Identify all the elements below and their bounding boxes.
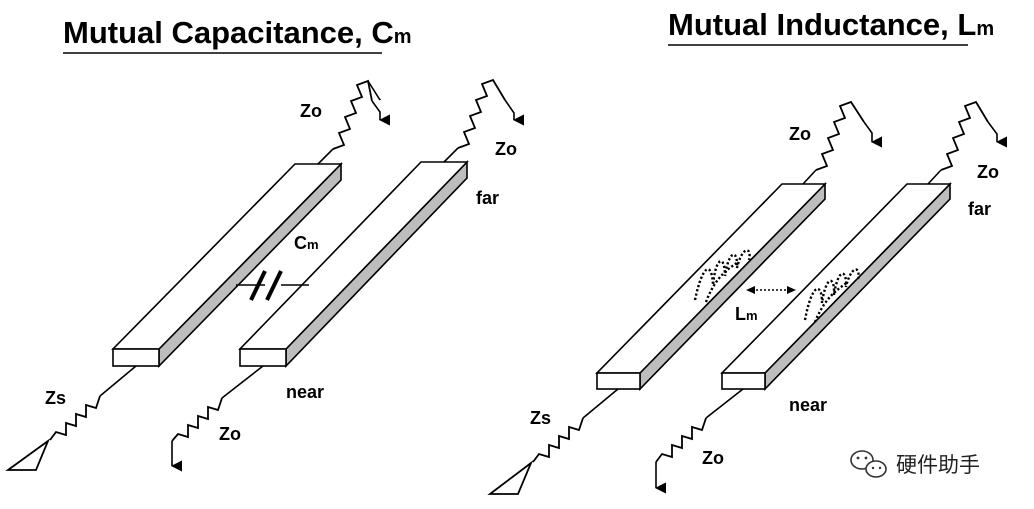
right-resistor-near bbox=[655, 417, 707, 463]
right-near-label: near bbox=[789, 395, 827, 415]
left-near-label: near bbox=[286, 382, 324, 402]
left-ground-arrow-far-1 bbox=[371, 100, 391, 126]
watermark-text: 硬件助手 bbox=[896, 453, 980, 477]
watermark: 硬件助手 bbox=[850, 450, 980, 478]
right-far-wiring-1 bbox=[802, 100, 883, 185]
right-resistor-source bbox=[532, 417, 584, 463]
right-far-label: far bbox=[968, 199, 991, 219]
left-zo-far-a-label: Zo bbox=[300, 101, 322, 121]
left-zs-label: Zs bbox=[45, 388, 66, 408]
right-trace-victim bbox=[720, 182, 952, 391]
left-resistor-far-2 bbox=[457, 78, 506, 149]
left-zo-near-label: Zo bbox=[219, 424, 241, 444]
left-resistor-source bbox=[49, 395, 101, 441]
left-panel: Mutual Capacitance, Cm bbox=[5, 15, 525, 472]
left-resistor-far-1 bbox=[332, 79, 373, 150]
right-lm-label: Lm bbox=[735, 304, 758, 324]
left-far-wiring-1 bbox=[317, 79, 391, 165]
left-cm-label: Cm bbox=[294, 233, 319, 253]
right-resistor-far-2 bbox=[940, 100, 989, 171]
left-capacitor-symbol bbox=[236, 270, 309, 301]
right-near-wiring-2 bbox=[654, 388, 744, 494]
left-far-wiring-2 bbox=[443, 78, 525, 163]
right-trace-aggressor bbox=[595, 182, 827, 391]
right-resistor-far-1 bbox=[815, 100, 865, 171]
right-ground-arrow-far-1 bbox=[863, 121, 883, 148]
right-zo-far-b-label: Zo bbox=[977, 162, 999, 182]
right-zo-far-a-label: Zo bbox=[789, 124, 811, 144]
left-trace-victim bbox=[238, 160, 469, 368]
right-panel: Mutual Inductance, Lm bbox=[487, 7, 1008, 495]
left-near-wiring-1 bbox=[5, 365, 137, 471]
right-zs-label: Zs bbox=[530, 408, 551, 428]
wechat-icon bbox=[850, 450, 887, 478]
left-resistor-near bbox=[171, 397, 223, 442]
right-coupling-arrow bbox=[746, 286, 796, 294]
left-trace-aggressor bbox=[111, 162, 343, 368]
right-zo-near-label: Zo bbox=[702, 448, 724, 468]
left-far-label: far bbox=[476, 188, 499, 208]
right-ground-arrow-far-2 bbox=[987, 121, 1008, 148]
right-far-wiring-2 bbox=[927, 100, 1008, 185]
right-inductor-coil-2 bbox=[803, 268, 860, 323]
left-ground-arrow-far-2 bbox=[504, 99, 525, 126]
right-inductor-coil-1 bbox=[693, 249, 751, 303]
right-source-ground bbox=[487, 460, 534, 495]
right-title: Mutual Inductance, Lm bbox=[668, 7, 994, 42]
left-source-ground bbox=[5, 438, 51, 471]
left-title: Mutual Capacitance, Cm bbox=[63, 15, 412, 50]
right-near-wiring-1 bbox=[487, 388, 619, 495]
left-near-wiring-2 bbox=[170, 365, 264, 472]
left-zo-far-b-label: Zo bbox=[495, 139, 517, 159]
